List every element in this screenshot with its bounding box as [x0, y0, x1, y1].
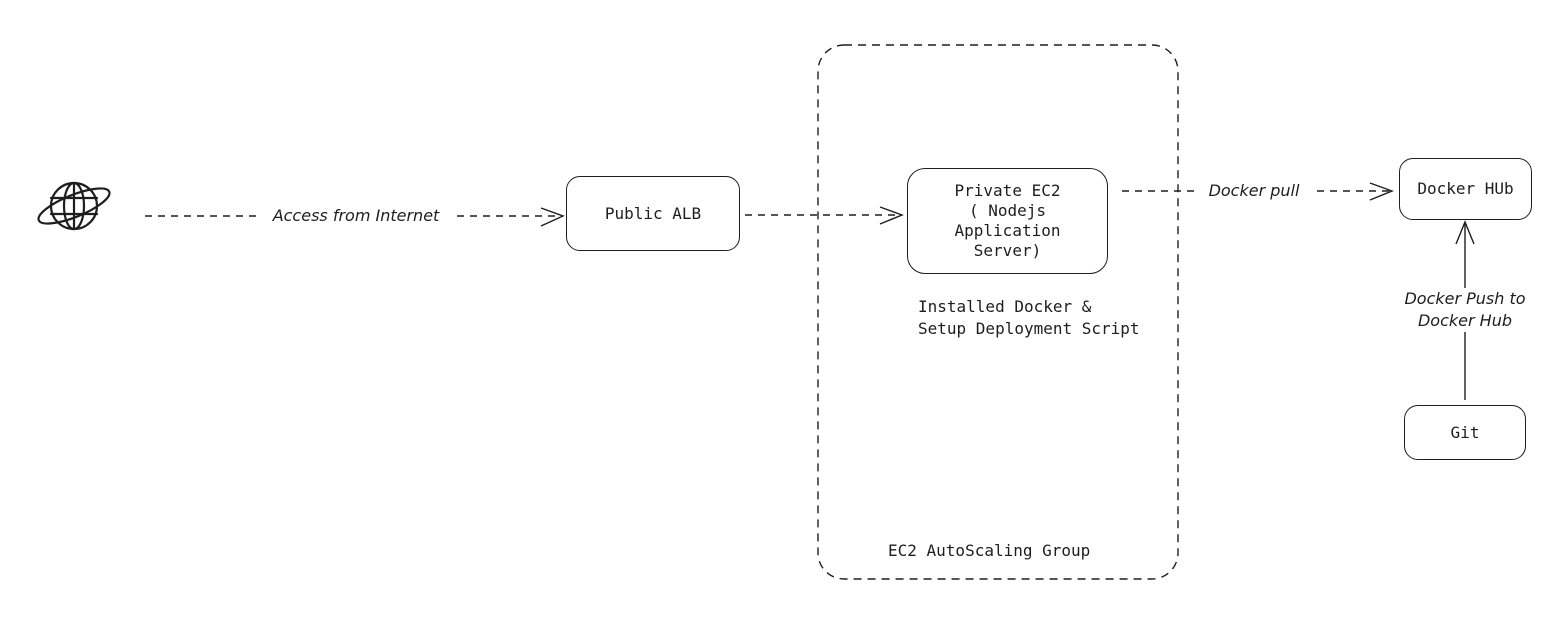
private-ec2-node[interactable]: Private EC2 ( Nodejs Application Server): [907, 168, 1108, 274]
arrow-alb-to-ec2: [745, 206, 904, 225]
autoscaling-group-label: EC2 AutoScaling Group: [888, 541, 1091, 560]
ec2-setup-note: Installed Docker & Setup Deployment Scri…: [918, 297, 1140, 338]
public-alb-node[interactable]: Public ALB: [566, 176, 740, 251]
edge-label-docker-pull: Docker pull: [1196, 180, 1312, 202]
globe-icon: [37, 181, 111, 231]
edge-label-docker-push: Docker Push to Docker Hub: [1386, 288, 1544, 332]
docker-hub-node[interactable]: Docker HUb: [1399, 158, 1532, 220]
git-node[interactable]: Git: [1404, 405, 1526, 460]
edge-label-access-from-internet: Access from Internet: [258, 205, 454, 227]
autoscaling-group-container: [817, 44, 1179, 580]
